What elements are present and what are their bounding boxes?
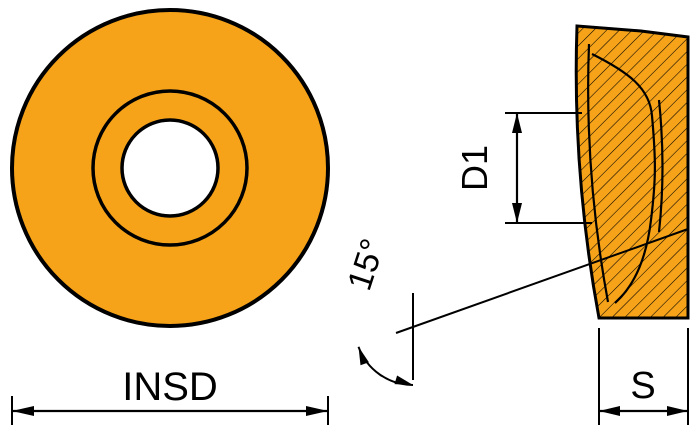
front-view-center-hole xyxy=(120,118,220,218)
s-label: S xyxy=(630,365,655,407)
d1-label: D1 xyxy=(454,145,495,191)
side-view-rim-contour xyxy=(587,43,610,303)
angle-arc xyxy=(357,346,414,386)
d1-arrowhead-top xyxy=(512,113,522,133)
side-view-outline xyxy=(574,24,690,320)
s-arrowhead-left xyxy=(599,406,620,416)
d1-dimension: D1 xyxy=(454,112,592,224)
front-view xyxy=(10,8,330,328)
insd-dimension: INSD xyxy=(11,365,329,425)
insd-arrowhead-left xyxy=(12,406,34,416)
insd-arrowhead-right xyxy=(306,406,328,416)
side-view-hole-contour xyxy=(657,99,664,233)
side-view-countersink-contour xyxy=(591,53,656,304)
insd-label: INSD xyxy=(122,365,218,409)
d1-arrowhead-bottom xyxy=(512,203,522,223)
side-view xyxy=(574,24,690,320)
angle-arrowhead-top xyxy=(358,346,369,366)
angle-slant-line xyxy=(395,228,689,334)
angle-arrowhead-bottom xyxy=(394,375,413,385)
s-arrowhead-right xyxy=(667,406,688,416)
s-dimension: S xyxy=(598,328,689,425)
angle-label: 15° xyxy=(341,234,393,295)
